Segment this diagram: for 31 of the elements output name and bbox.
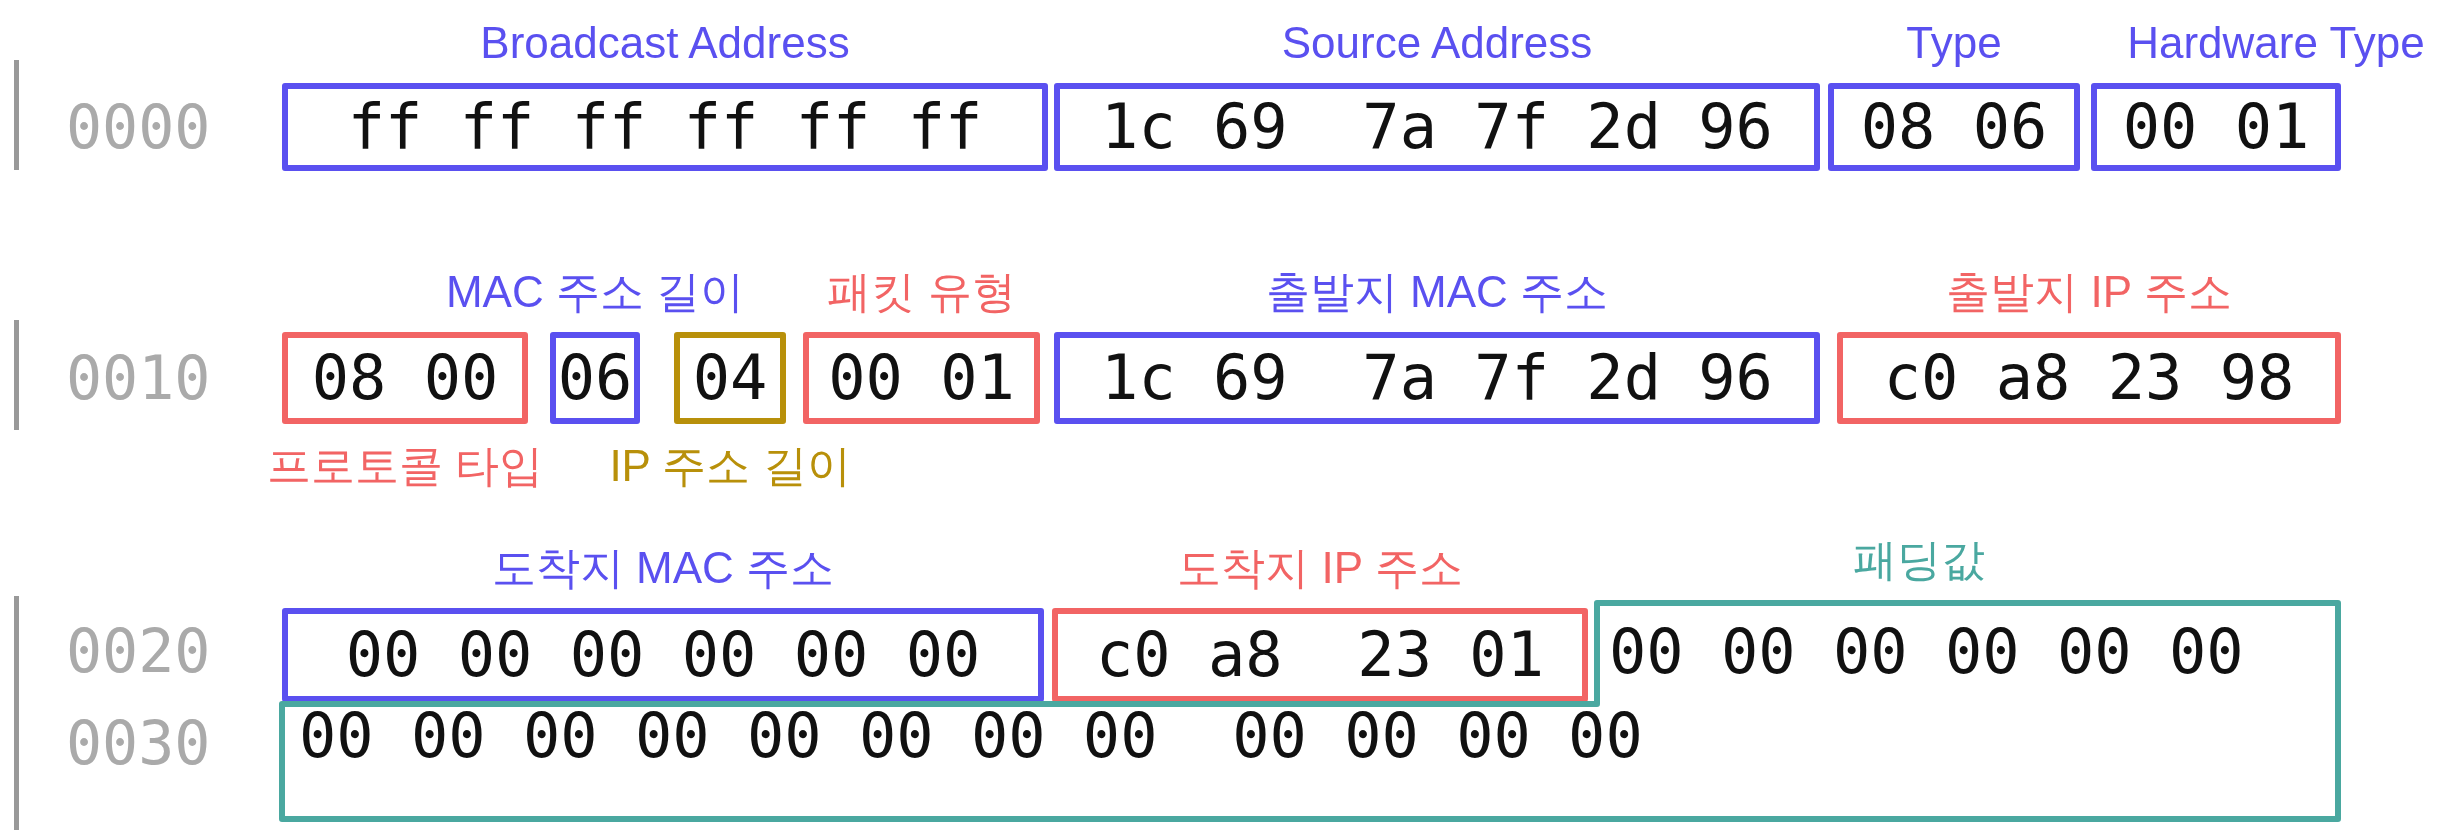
field-label: 도착지 MAC 주소 [491, 542, 835, 594]
field-label: Hardware Type [2127, 17, 2425, 69]
hex-bytes: 06 [557, 340, 633, 416]
field-label: Type [1906, 17, 2002, 69]
field-label: 출발지 MAC 주소 [1265, 266, 1609, 318]
hex-bytes: 08 00 [311, 340, 499, 416]
field-label: 패딩값 [1853, 534, 1985, 586]
field-label: 출발지 IP 주소 [1946, 266, 2232, 318]
hex-bytes: c0 a8 23 01 [1096, 617, 1544, 693]
offset-label: 0000 [66, 91, 211, 164]
hex-bytes: 00 00 00 00 00 00 [1609, 614, 2244, 690]
hex-bytes: 00 01 [828, 340, 1015, 416]
offset-label: 0010 [66, 342, 211, 415]
hex-bytes: 00 00 00 00 00 00 [345, 617, 981, 693]
field-label: 프로토콜 타입 [266, 440, 544, 492]
hex-bytes: 08 06 [1860, 89, 2048, 165]
field-label: 도착지 IP 주소 [1177, 542, 1463, 594]
offset-label: 0030 [66, 707, 211, 780]
hex-bytes: 1c 69 7a 7f 2d 96 [1101, 340, 1773, 416]
field-label: MAC 주소 길이 [445, 266, 745, 318]
hex-bytes: 04 [692, 340, 768, 416]
field-label: Source Address [1281, 17, 1593, 69]
field-label: IP 주소 길이 [609, 440, 851, 492]
offset-label: 0020 [66, 615, 211, 688]
hex-bytes: 00 00 00 00 00 00 00 00 00 00 00 00 [299, 698, 1643, 774]
hex-bytes: 1c 69 7a 7f 2d 96 [1101, 89, 1773, 165]
hex-bytes: 00 01 [2122, 89, 2310, 165]
field-label: 패킷 유형 [827, 266, 1016, 318]
hex-bytes: ff ff ff ff ff ff [347, 89, 983, 165]
hex-bytes: c0 a8 23 98 [1883, 340, 2295, 416]
field-label: Broadcast Address [480, 17, 850, 69]
